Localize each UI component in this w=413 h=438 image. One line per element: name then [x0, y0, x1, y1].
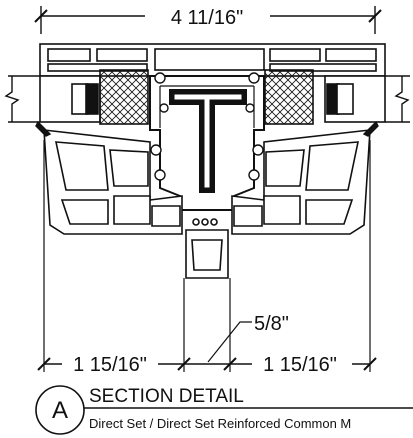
screw-bosses [150, 72, 264, 181]
bottom-stem [185, 218, 229, 279]
bottom-dimension [37, 357, 377, 371]
section-title: SECTION DETAIL [89, 386, 244, 407]
glass-pane-right [385, 75, 410, 123]
detail-badge [35, 385, 85, 435]
seal-right [362, 120, 379, 137]
overall-dimension [34, 6, 382, 34]
spacer-right [264, 69, 386, 125]
gap-width-label: 5/8" [254, 313, 289, 335]
section-subtitle: Direct Set / Direct Set Reinforced Commo… [89, 416, 351, 431]
sash-right [231, 129, 371, 235]
sash-left [43, 129, 183, 235]
t-reinforcement [169, 89, 247, 193]
top-cap-frame [39, 43, 386, 77]
gap-leader [207, 321, 252, 363]
left-width-label: 1 15/16" [73, 354, 147, 376]
overall-width-label: 4 11/16" [171, 7, 243, 29]
detail-letter: A [52, 397, 68, 424]
seal-left [35, 120, 52, 137]
spacer-left [39, 69, 149, 125]
title-block: A SECTION DETAIL Direct Set / Direct Set… [35, 385, 413, 435]
right-width-label: 1 15/16" [263, 354, 337, 376]
extension-lines [43, 140, 371, 372]
glass-pane-left [4, 75, 40, 123]
